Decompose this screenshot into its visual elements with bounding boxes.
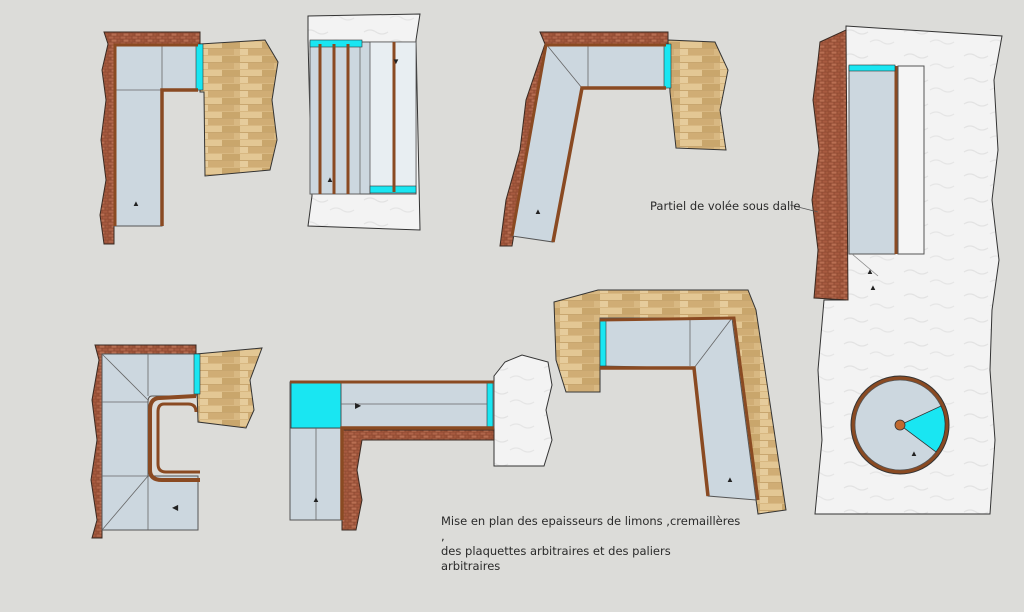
plan-4-partial-and-spiral: ▲ ▲ ▲ bbox=[789, 25, 1003, 515]
arrow-mark: ▲ bbox=[132, 199, 140, 208]
plan-5-u-stair: ◀ bbox=[90, 344, 263, 539]
arrow-mark: ▲ bbox=[726, 475, 734, 484]
stringer bbox=[156, 402, 200, 474]
stair-flight bbox=[113, 43, 199, 227]
plan-6-l-stair: ▶ ▲ bbox=[289, 354, 553, 531]
cyan-plate bbox=[663, 43, 672, 89]
arrow-mark: ▶ bbox=[355, 401, 362, 410]
cyan-plate bbox=[848, 64, 896, 72]
stair-flight bbox=[101, 353, 199, 531]
arrow-mark: ◀ bbox=[172, 503, 179, 512]
annotation-line: Mise en plan des epaisseurs de limons ,c… bbox=[441, 514, 741, 543]
spiral-post bbox=[894, 419, 906, 431]
annotation-partiel-volee: Partiel de volée sous dalle bbox=[650, 199, 801, 213]
cyan-landing bbox=[290, 381, 342, 429]
plan-7-angled-l-stair: ▲ bbox=[553, 289, 787, 515]
stringer bbox=[599, 316, 760, 501]
stringer bbox=[340, 426, 494, 520]
cyan-plate bbox=[599, 319, 607, 367]
cyan-plate bbox=[899, 405, 946, 453]
cyan-plate bbox=[486, 381, 494, 429]
stringer bbox=[113, 43, 198, 226]
arrow-mark: ▲ bbox=[312, 495, 320, 504]
stringer bbox=[148, 394, 200, 482]
annotation-line: des plaquettes arbitraires et des palier… bbox=[441, 544, 671, 558]
annotation-line: arbitraires bbox=[441, 559, 501, 573]
stringer bbox=[510, 43, 666, 237]
cyan-plate bbox=[309, 39, 363, 48]
arrow-mark: ▼ bbox=[392, 57, 400, 66]
wood-floor bbox=[667, 39, 729, 151]
plan-1-quarter-landing: ▲ bbox=[99, 31, 279, 245]
brick-wall bbox=[811, 29, 849, 301]
wood-floor bbox=[195, 347, 263, 429]
stringer bbox=[160, 88, 198, 226]
arrow-mark: ▲ bbox=[326, 175, 334, 184]
wood-floor bbox=[199, 39, 279, 177]
plan-3-angled-flight: ▲ bbox=[499, 31, 729, 247]
arrow-mark: ▲ bbox=[869, 283, 877, 292]
stringer bbox=[551, 86, 666, 243]
plan-2-straight-flight: ▲ ▼ bbox=[307, 13, 421, 231]
arrow-mark: ▲ bbox=[910, 449, 918, 458]
arrow-mark: ▲ bbox=[866, 267, 874, 276]
stair-flight bbox=[897, 65, 925, 255]
cyan-plate bbox=[193, 353, 201, 395]
brick-wall bbox=[341, 429, 495, 531]
annotation-mise-en-plan: Mise en plan des epaisseurs de limons ,c… bbox=[441, 514, 741, 574]
stringer bbox=[600, 366, 710, 497]
cyan-plate bbox=[195, 43, 204, 91]
stair-flight bbox=[848, 65, 896, 255]
stair-flight bbox=[599, 317, 757, 501]
leader-line bbox=[789, 204, 819, 213]
floor-slab bbox=[493, 354, 553, 467]
arrow-mark: ▲ bbox=[534, 207, 542, 216]
